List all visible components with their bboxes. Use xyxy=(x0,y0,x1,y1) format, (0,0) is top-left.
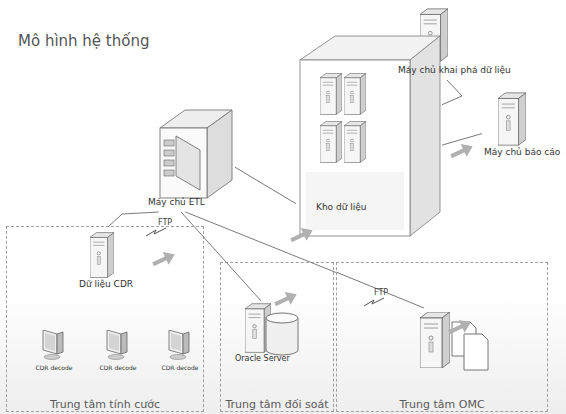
decoder-label: CDR decode xyxy=(155,365,205,372)
flow-arrow-shape xyxy=(288,224,316,247)
decoder-label: CDR decode xyxy=(29,365,79,372)
center-region: Trung tâm tính cước Dữ liệu CDR CDR decode… xyxy=(6,226,204,412)
database-cylinder xyxy=(266,313,298,355)
etl-cabinet xyxy=(160,110,232,198)
cabinet-door xyxy=(176,136,200,190)
decoder-label: CDR decode xyxy=(93,365,143,372)
connector-line xyxy=(108,212,159,227)
flow-arrow xyxy=(272,288,300,311)
etl-node: Máy chủ ETL xyxy=(145,100,235,212)
server-icon xyxy=(320,73,342,114)
lightning-mark xyxy=(146,228,166,236)
center-region: Trung tâm OMC xyxy=(336,262,548,412)
diagram-title: Mô hình hệ thống xyxy=(18,32,149,50)
drawer xyxy=(164,140,174,146)
server-label: Kho dữ liệu xyxy=(316,203,367,213)
server-node: Máy chủ báo cáo xyxy=(482,88,566,164)
server-icon xyxy=(344,73,366,114)
center-region: Trung tâm đối soát Oracle Server xyxy=(220,262,334,412)
server-label: Máy chủ khai phá dữ liệu xyxy=(398,66,511,76)
server-icon xyxy=(320,121,342,162)
monitor-icon xyxy=(107,330,127,360)
server-icon xyxy=(420,312,450,368)
decoder-node: CDR decode xyxy=(29,327,79,375)
cabinet-front xyxy=(160,128,207,198)
floor-shade xyxy=(0,290,566,414)
cabinet-floor xyxy=(306,172,404,230)
cabinet-side xyxy=(207,110,232,198)
server-node: Dữ liệu CDR xyxy=(75,227,141,293)
flow-arrow xyxy=(448,140,476,163)
connector-line xyxy=(186,212,337,273)
flow-arrow-shape xyxy=(150,248,178,271)
server-icon xyxy=(498,93,526,145)
connector-label: FTP xyxy=(374,288,388,297)
flow-arrow xyxy=(150,248,178,271)
warehouse-node: Kho dữ liệu xyxy=(296,34,442,236)
server-label: Oracle Server xyxy=(235,355,290,364)
decoder-node: CDR decode xyxy=(93,327,143,375)
server-icon xyxy=(90,233,114,278)
connector-line xyxy=(442,80,462,105)
drawer xyxy=(164,150,174,156)
flow-arrow-shape xyxy=(448,140,476,163)
monitor-icon xyxy=(169,330,189,360)
cylinder-top xyxy=(266,313,298,323)
flow-arrow xyxy=(446,316,474,339)
server-label: Dữ liệu CDR xyxy=(79,280,133,290)
region-label: Trung tâm OMC xyxy=(337,399,547,411)
flow-arrow-shape xyxy=(272,288,300,311)
decoder-node: CDR decode xyxy=(155,327,205,375)
flow-arrow-shape xyxy=(446,316,474,339)
server-label: Máy chủ ETL xyxy=(148,198,205,208)
document-icon xyxy=(464,334,488,370)
server-label: Máy chủ báo cáo xyxy=(484,148,560,158)
connector-line xyxy=(442,134,482,146)
server-node: Máy chủ khai phá dữ liệu xyxy=(395,4,525,80)
region-label: Trung tâm đối soát xyxy=(221,399,333,411)
connector-line xyxy=(235,167,296,204)
flow-arrow xyxy=(288,224,316,247)
cabinet-front xyxy=(300,60,410,236)
monitor-icon xyxy=(43,330,63,360)
region-label: Trung tâm tính cước xyxy=(7,399,203,411)
server-node: Oracle Server xyxy=(231,301,317,367)
drawer xyxy=(164,160,174,166)
lightning-mark xyxy=(364,298,384,306)
connector-label: FTP xyxy=(158,218,172,227)
wire xyxy=(336,272,424,308)
drawer xyxy=(164,170,174,176)
server-icon xyxy=(344,121,366,162)
cylinder-body xyxy=(266,318,298,355)
